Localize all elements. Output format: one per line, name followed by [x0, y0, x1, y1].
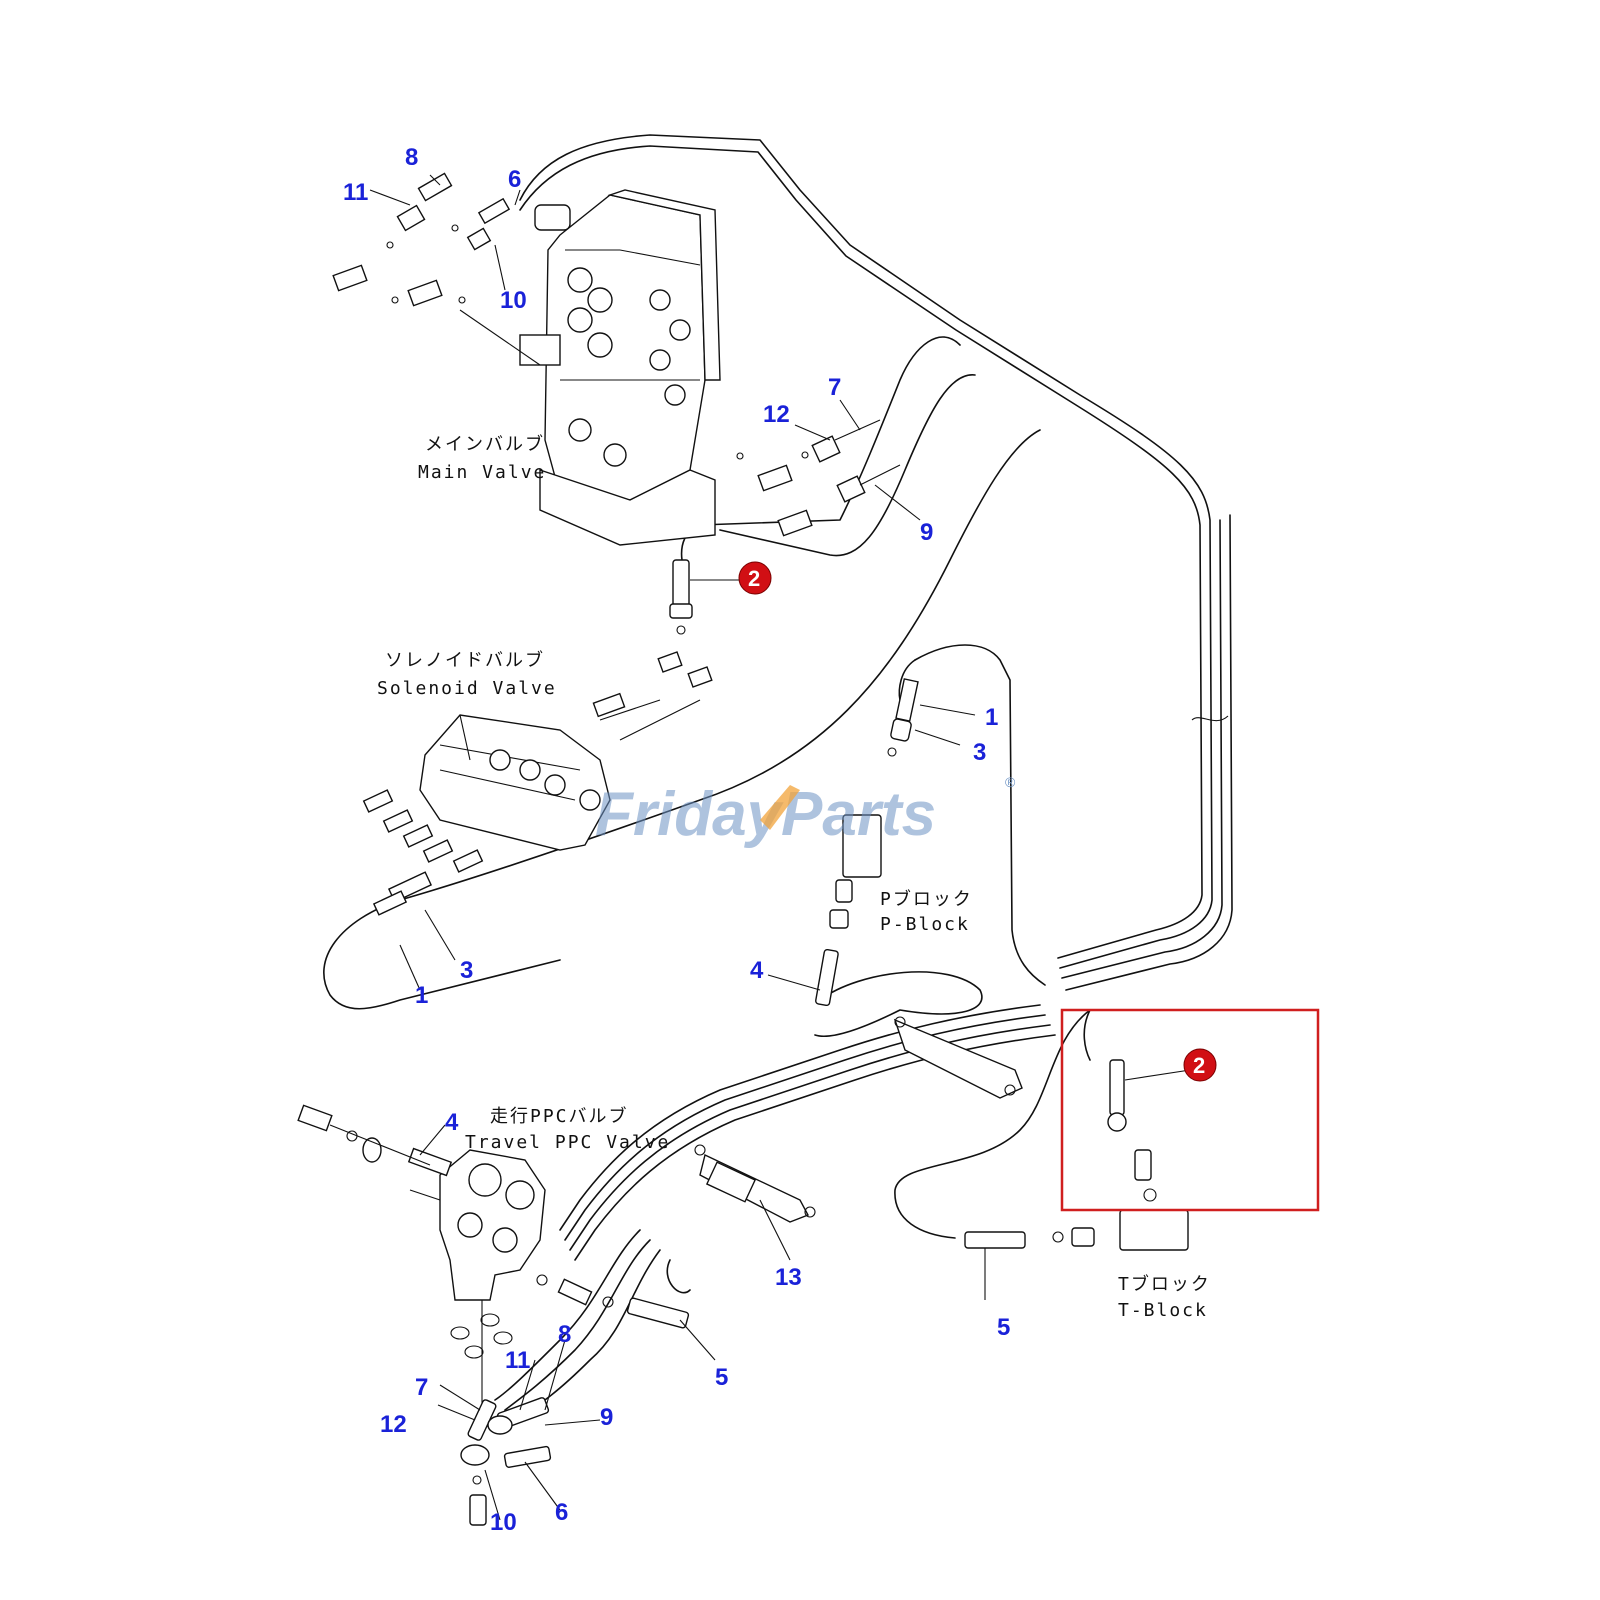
solenoid-valve-block	[362, 559, 713, 916]
hose-routes	[323, 134, 1233, 1421]
main-valve-label-jp: メインバルブ	[425, 433, 545, 455]
main-valve-label-en: Main Valve	[418, 462, 546, 483]
callout-1-pblock: 1	[985, 704, 998, 731]
ref-badge-2-tblock-text: 2	[1193, 1053, 1205, 1078]
travel-ppc-valve-label-jp: 走行PPCバルブ	[490, 1105, 629, 1127]
p-block-label-jp: Pブロック	[880, 888, 973, 910]
ref-badge-2-tblock: 2	[1183, 1048, 1217, 1082]
callout-9-top: 9	[920, 519, 933, 546]
ref-badge-2-solenoid: 2	[738, 561, 772, 595]
t-block-label-jp: Tブロック	[1118, 1273, 1211, 1295]
callout-12-bottom: 12	[380, 1411, 407, 1438]
callout-4-travel: 4	[445, 1109, 459, 1136]
callout-1-left: 1	[415, 982, 428, 1009]
travel-ppc-valve-label-en: Travel PPC Valve	[465, 1132, 670, 1153]
callout-3-left: 3	[460, 957, 473, 984]
watermark-reg-mark: ®	[1005, 774, 1016, 790]
t-block-label-en: T-Block	[1118, 1300, 1208, 1321]
watermark: FridayParts ®	[595, 774, 1016, 849]
callout-10-top: 10	[500, 287, 527, 314]
watermark-accent-mark	[760, 785, 800, 830]
highlight-box	[1060, 1008, 1320, 1212]
solenoid-valve-label-en: Solenoid Valve	[377, 678, 557, 699]
bundle-clamps	[694, 1016, 1023, 1223]
main-valve-block	[519, 189, 721, 546]
assembly-labels: メインバルブ Main Valve ソレノイドバルブ Solenoid Valv…	[377, 433, 1211, 1321]
callout-11-bottom: 11	[505, 1347, 530, 1374]
callout-numbers: 8 11 6 10 7 12 9 1 3 3 1 4 4 5 5 13 8 11…	[343, 144, 1010, 1536]
callout-4-pblock: 4	[750, 957, 764, 984]
callout-10-bottom: 10	[490, 1509, 517, 1536]
ref-badge-2-solenoid-text: 2	[748, 566, 760, 591]
main-valve-fittings	[332, 172, 901, 537]
callout-7-top: 7	[828, 374, 841, 401]
callout-12-top: 12	[763, 401, 790, 428]
p-block-parts	[815, 678, 919, 1007]
callout-7-bottom: 7	[415, 1374, 428, 1401]
callout-8-top: 8	[405, 144, 418, 171]
callout-9-bottom: 9	[600, 1404, 613, 1431]
callout-6-top: 6	[508, 166, 521, 193]
callout-5-travel: 5	[715, 1364, 728, 1391]
callout-13: 13	[775, 1264, 802, 1291]
callout-11-top: 11	[343, 179, 368, 206]
callout-6-bottom: 6	[555, 1499, 568, 1526]
solenoid-valve-label-jp: ソレノイドバルブ	[385, 649, 545, 671]
callout-3-pblock: 3	[973, 739, 986, 766]
callout-8-bottom: 8	[558, 1321, 571, 1348]
p-block-label-en: P-Block	[880, 914, 970, 935]
callout-5-tblock: 5	[997, 1314, 1010, 1341]
leader-lines	[369, 174, 1191, 1521]
t-block-parts	[964, 1059, 1189, 1251]
travel-ppc-valve-block	[297, 1104, 690, 1526]
